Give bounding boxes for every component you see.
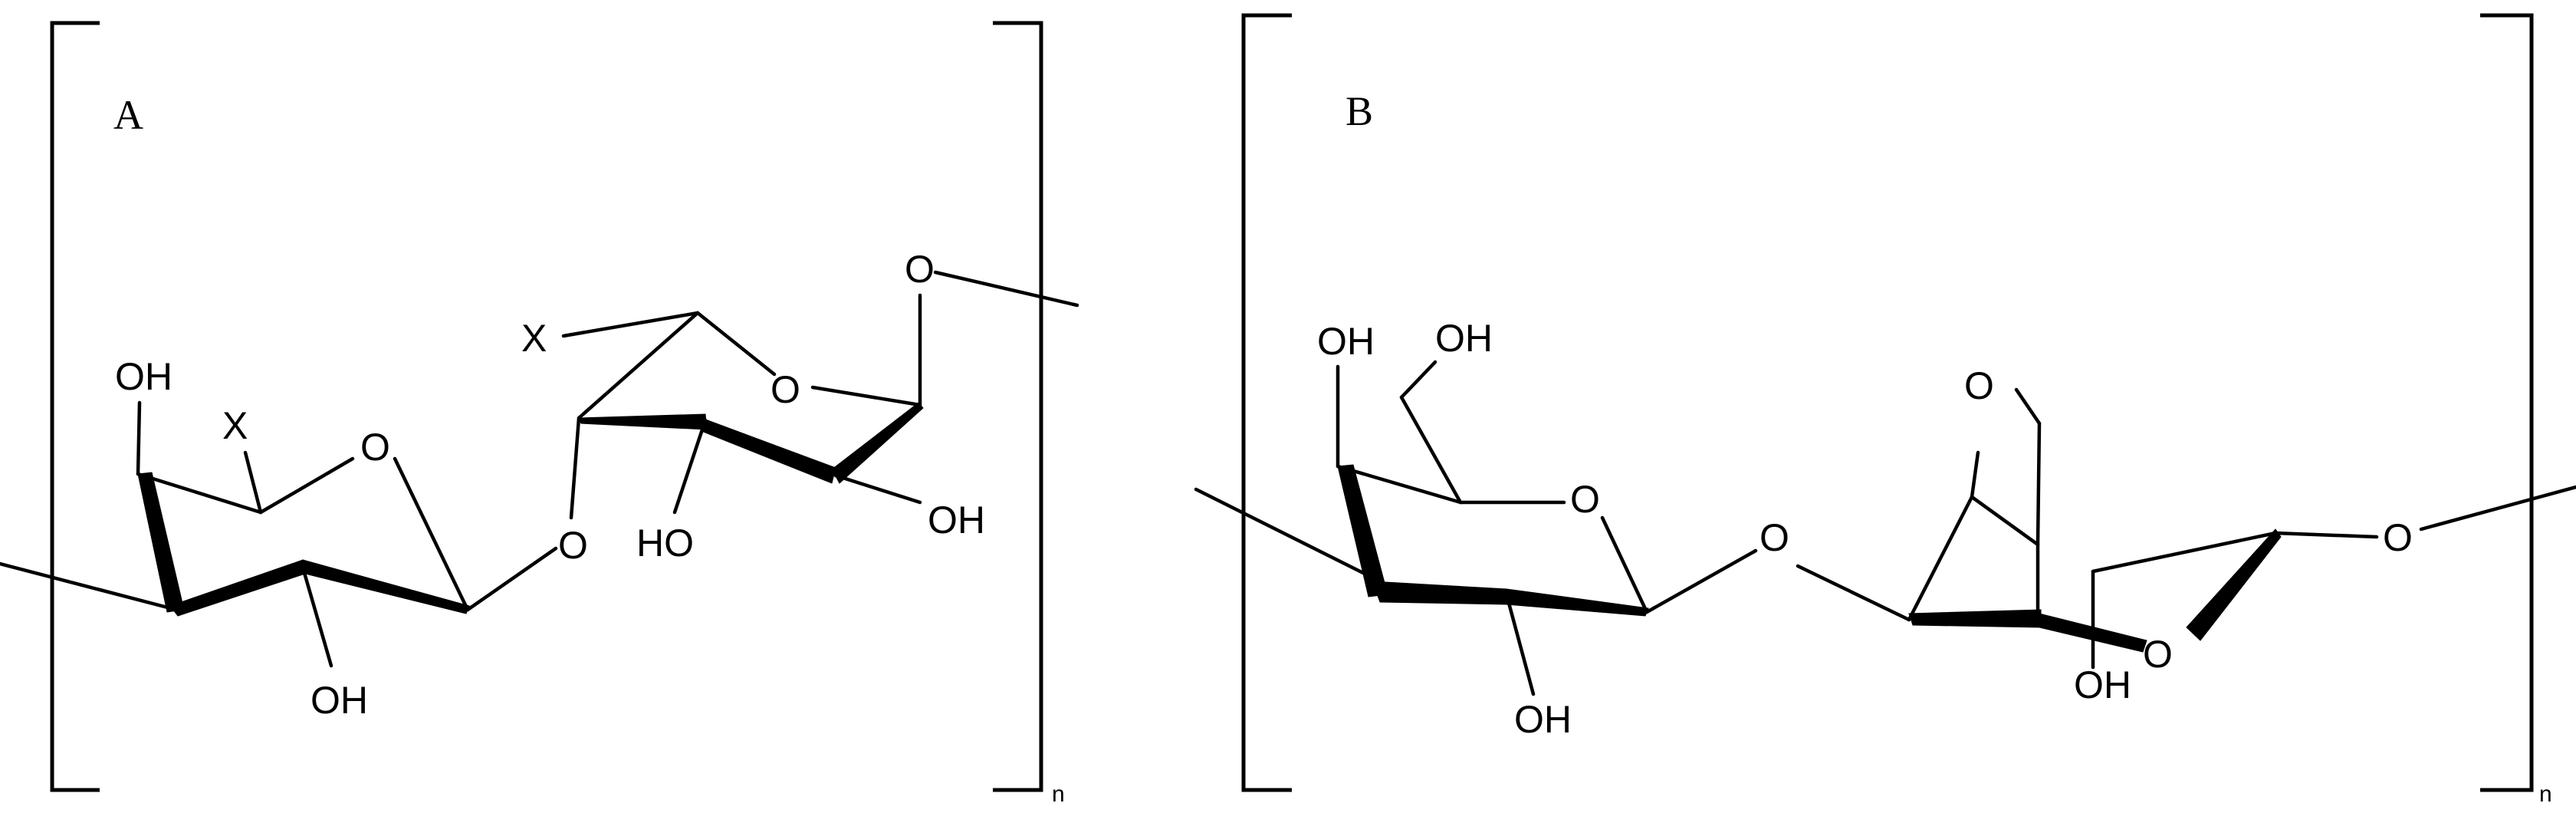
panel-a-repeat-subscript: n [1052,782,1065,807]
panel-a-oh-c4: OH [115,355,172,398]
panel-b-glycosidic-o: O [1760,516,1789,559]
panel-a-right-ring [561,270,1079,520]
panel-b-right-bracket [2480,13,2534,792]
panel-b-oh-c4: OH [1317,320,1375,363]
panel-b-ring-o-anhydro: O [2143,633,2173,676]
panel-b-oh-c6: OH [1435,317,1493,360]
panel-a-ho-c3-right: HO [636,522,694,564]
panel-b-anhydro-ring [1796,387,2576,670]
panel-a-label: A [113,92,143,138]
panel-a: n A OH X O OH O [0,21,1079,807]
panel-b-repeat-subscript: n [2539,782,2552,807]
panel-b-left-bracket [1241,13,1292,792]
panel-a-ring-o-left: O [360,426,390,469]
panel-b-o-end: O [2383,516,2413,559]
panel-a-oh-c2-right: OH [928,499,985,541]
panel-a-left-bracket [50,21,100,792]
panel-b-oh-c2: OH [1514,698,1572,741]
panel-a-ring-o-right: O [770,368,800,411]
panel-b-bridge-o: O [1964,364,1994,407]
panel-a-glycosidic-o: O [558,524,588,567]
panel-b-galactose-ring [1194,360,1758,696]
panel-a-o-end: O [905,248,935,291]
panel-a-x-right: X [521,317,547,360]
panel-a-x-c6: X [222,404,248,447]
panel-a-left-ring [0,400,558,668]
panel-b-oh-anhydro: OH [2074,663,2131,706]
panel-b-ring-o-gal: O [1570,478,1600,521]
panel-a-oh-c2: OH [310,679,368,722]
panel-b: n B OH OH O OH O [1194,13,2576,807]
panel-a-right-bracket [993,21,1043,792]
panel-b-label: B [1346,88,1373,134]
